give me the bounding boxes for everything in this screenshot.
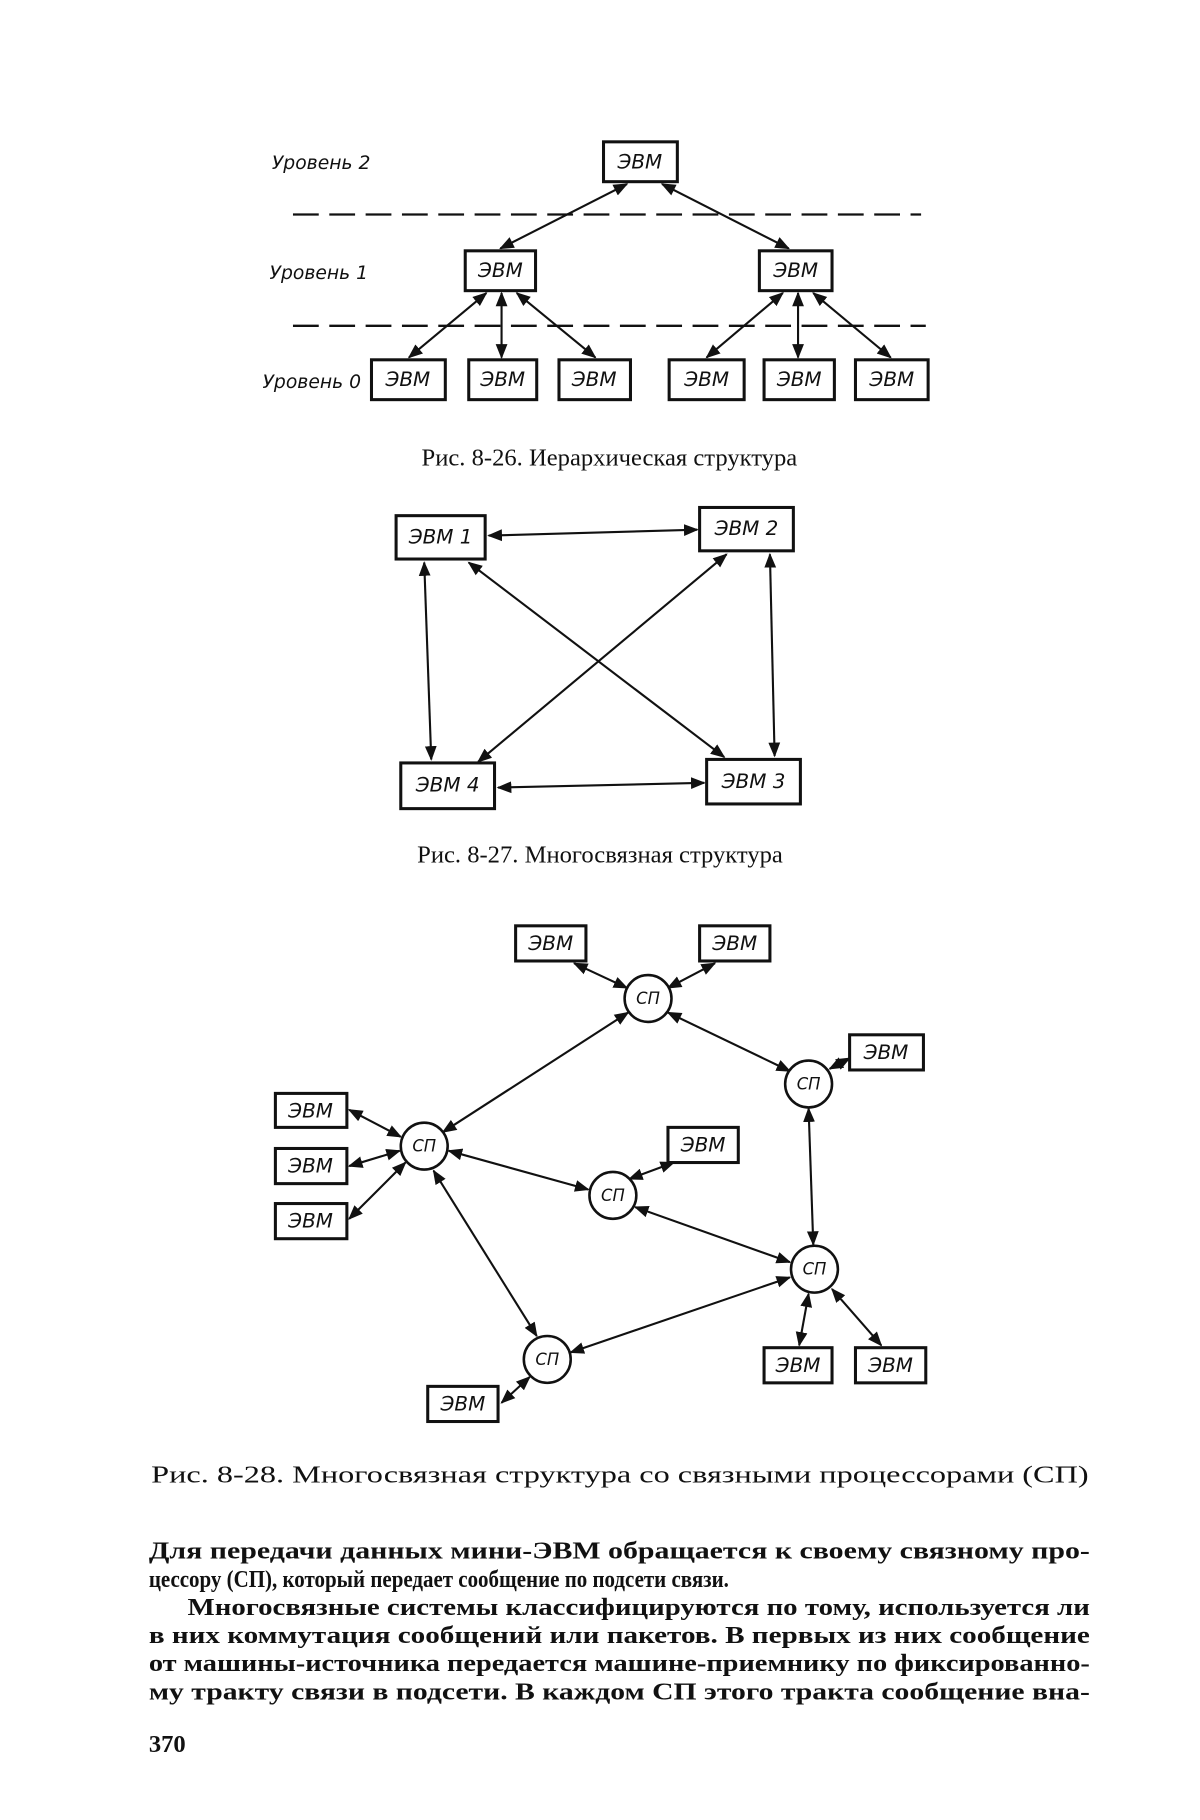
computer-node: ЭВМ [469,360,537,400]
text-line: Многосвязные системы классифицируются по… [188,1594,1090,1621]
computer-node-2: ЭВМ 2 [700,507,794,550]
svg-text:ЭВМ: ЭВМ [863,1041,909,1064]
svg-text:ЭВМ: ЭВМ [479,368,525,391]
svg-text:ЭВМ: ЭВМ [287,1099,333,1122]
svg-text:ЭВМ: ЭВМ [616,150,662,173]
computer-node: ЭВМ [669,360,744,400]
processor-node: СП [524,1336,571,1383]
svg-text:СП: СП [803,1260,827,1279]
svg-text:ЭВМ: ЭВМ [683,368,729,391]
computer-node: ЭВМ [759,251,832,291]
computer-node: ЭВМ [465,251,535,291]
svg-text:ЭВМ: ЭВМ [440,1392,486,1415]
text-line: в них коммутация сообщений или пакетов. … [149,1622,1090,1649]
mesh-edges [424,530,774,788]
text-line: Для передачи данных мини-ЭВМ обращается … [149,1538,1090,1565]
computer-node: ЭВМ [604,142,678,182]
figure-caption: Рис. 8-28. Многосвязная структура со свя… [151,1461,1089,1488]
processor-node: СП [785,1061,832,1108]
computer-node: ЭВМ [275,1093,346,1127]
text-line: от машины-источника передается машине-пр… [149,1650,1090,1677]
svg-text:СП: СП [797,1075,821,1094]
computer-node: ЭВМ [850,1035,924,1070]
computer-node: ЭВМ [559,360,630,400]
computer-node: ЭВМ [275,1148,346,1183]
svg-text:ЭВМ: ЭВМ [477,259,523,282]
level-2-label: Уровень 2 [272,153,371,174]
computer-node: ЭВМ [764,1348,832,1383]
computer-node: ЭВМ [700,926,770,961]
figure-8-27-multiconnected: ЭВМ 1 ЭВМ 2 ЭВМ 3 ЭВМ 4 Рис. 8-27. Много… [396,507,800,868]
computer-node: ЭВМ [516,926,586,961]
svg-text:ЭВМ: ЭВМ [711,932,757,955]
body-text: Для передачи данных мини-ЭВМ обращается … [149,1538,1090,1706]
computer-node: ЭВМ [855,360,928,400]
computer-node: ЭВМ [428,1386,498,1421]
svg-text:ЭВМ: ЭВМ [868,368,914,391]
svg-text:СП: СП [636,989,660,1008]
processor-node: СП [791,1246,838,1293]
svg-text:ЭВМ 1: ЭВМ 1 [408,525,473,548]
level-0-label: Уровень 0 [263,372,362,393]
processor-node: СП [589,1172,636,1219]
svg-text:СП: СП [412,1137,436,1156]
svg-text:ЭВМ: ЭВМ [287,1155,333,1178]
text-line: цессору (СП), который передает сообщение… [149,1566,729,1593]
svg-text:СП: СП [535,1350,559,1369]
figure-caption: Рис. 8-26. Иерархическая структура [422,444,798,471]
figure-caption: Рис. 8-27. Многосвязная структура [417,842,783,869]
processor-node: СП [625,975,672,1022]
computer-node-3: ЭВМ 3 [707,759,801,804]
svg-text:ЭВМ: ЭВМ [287,1210,333,1233]
level-1-label: Уровень 1 [270,263,369,284]
svg-text:СП: СП [601,1186,625,1205]
svg-text:ЭВМ 3: ЭВМ 3 [721,770,786,793]
svg-text:ЭВМ: ЭВМ [571,368,617,391]
computer-node-4: ЭВМ 4 [401,763,495,809]
computer-node: ЭВМ [855,1348,925,1383]
computer-node: ЭВМ [668,1127,738,1162]
computer-node: ЭВМ [764,360,834,400]
computer-node: ЭВМ [371,360,445,400]
page-number: 370 [149,1731,186,1758]
svg-text:ЭВМ: ЭВМ [384,368,430,391]
svg-text:ЭВМ 2: ЭВМ 2 [714,517,779,540]
figure-8-28-communication-processors: ЭВМ ЭВМ ЭВМ ЭВМ ЭВМ ЭВМ ЭВМ ЭВМ ЭВМ ЭВМ … [151,926,1089,1489]
processor-node: СП [401,1123,448,1170]
text-line: му тракту связи в подсети. В каждом СП э… [149,1678,1090,1705]
computer-node-1: ЭВМ 1 [396,516,485,559]
figure-8-26-hierarchical: Уровень 2 Уровень 1 Уровень 0 ЭВМ ЭВМ ЭВ… [263,142,929,471]
svg-text:ЭВМ: ЭВМ [776,368,822,391]
svg-text:ЭВМ: ЭВМ [775,1354,821,1377]
svg-text:ЭВМ: ЭВМ [772,259,818,282]
svg-text:ЭВМ: ЭВМ [680,1133,726,1156]
svg-text:ЭВМ: ЭВМ [867,1354,913,1377]
svg-text:ЭВМ 4: ЭВМ 4 [415,774,480,797]
svg-text:ЭВМ: ЭВМ [527,932,573,955]
computer-node: ЭВМ [275,1204,346,1239]
